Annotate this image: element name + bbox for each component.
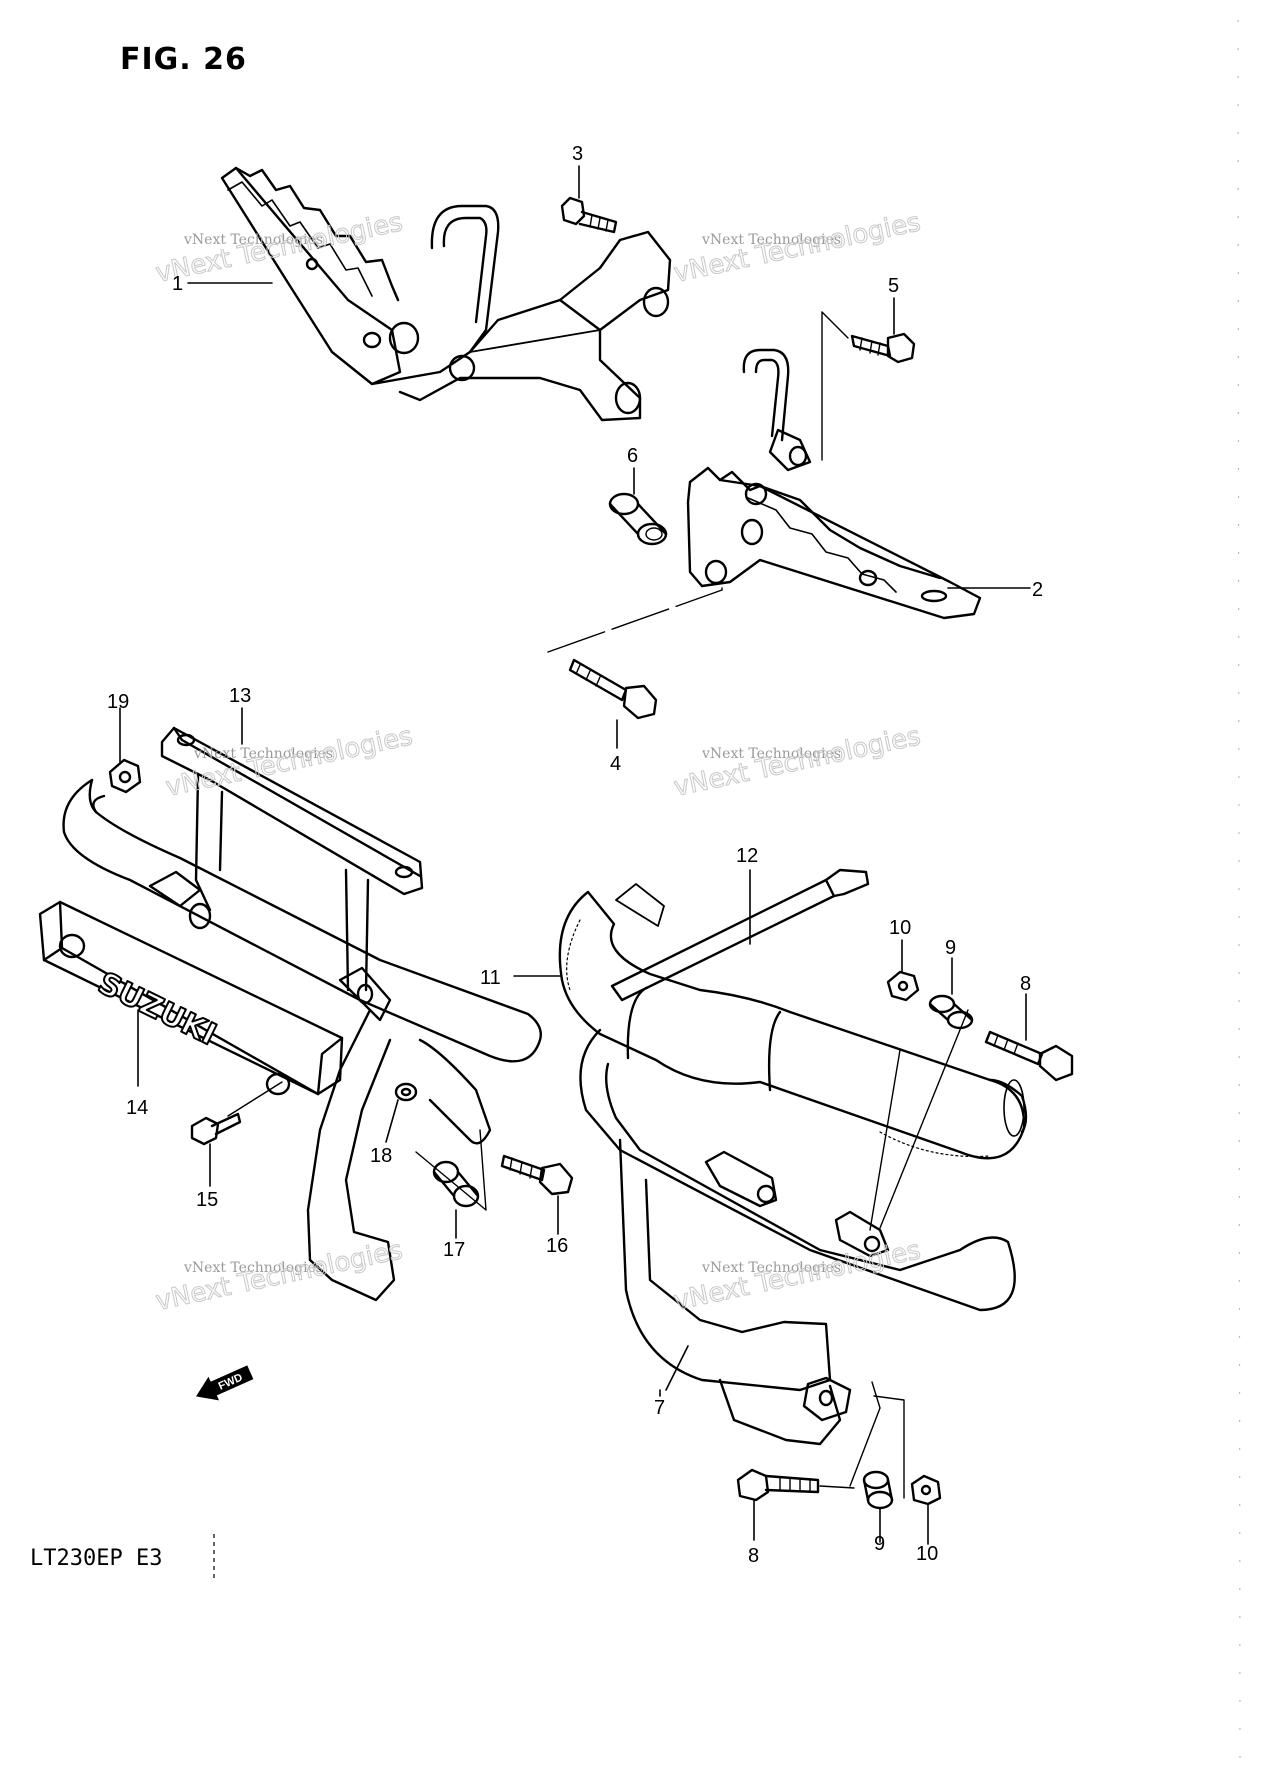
bolt-16[interactable] xyxy=(500,1154,574,1196)
bumper-left-tube[interactable] xyxy=(62,778,542,1302)
watermark-text: vNext Technologies xyxy=(701,1260,841,1276)
callout-labels: 1 2 3 4 5 6 7 8 8 9 9 10 10 11 12 13 14 … xyxy=(107,143,1043,1567)
model-code: LT230EP E3 xyxy=(30,1546,163,1571)
callout-10-bottom: 10 xyxy=(916,1543,938,1565)
bolt-3[interactable] xyxy=(560,196,618,234)
callout-9-top: 9 xyxy=(945,937,956,959)
bolt-8-top[interactable] xyxy=(984,1030,1074,1082)
nut-19[interactable] xyxy=(108,758,142,794)
muffler-cover-14[interactable] xyxy=(38,900,344,1096)
watermark-text: vNext Technologies xyxy=(153,1235,405,1317)
callout-4: 4 xyxy=(610,753,621,775)
muffler-11[interactable] xyxy=(558,883,1028,1160)
callout-14: 14 xyxy=(126,1097,148,1119)
callout-17: 17 xyxy=(443,1239,465,1261)
footrest-left[interactable] xyxy=(220,166,672,422)
callout-11: 11 xyxy=(480,967,501,989)
collar-6[interactable] xyxy=(608,492,668,546)
callout-2: 2 xyxy=(1032,579,1043,601)
callout-5: 5 xyxy=(888,275,899,297)
collar-9-top[interactable] xyxy=(928,994,974,1030)
callout-18: 18 xyxy=(370,1145,392,1167)
watermark-text: vNext Technologies xyxy=(193,746,333,762)
callout-16: 16 xyxy=(546,1235,568,1257)
callout-13: 13 xyxy=(229,685,251,707)
bolt-15[interactable] xyxy=(190,1112,242,1146)
callout-15: 15 xyxy=(196,1189,218,1211)
bumper-right-7[interactable] xyxy=(579,1028,1016,1446)
bolt-5[interactable] xyxy=(850,332,916,364)
watermark-text: vNext Technologies xyxy=(671,207,923,289)
callout-12: 12 xyxy=(736,845,758,867)
washer-18[interactable] xyxy=(394,1082,418,1102)
callout-10-top: 10 xyxy=(889,917,911,939)
watermark-text: vNext Technologies xyxy=(183,232,323,248)
callout-8-top: 8 xyxy=(1020,973,1031,995)
strap-12[interactable] xyxy=(610,868,870,1002)
callout-3: 3 xyxy=(572,143,583,165)
watermark-text: vNext Technologies xyxy=(701,232,841,248)
suzuki-logo: SUZUKI xyxy=(92,966,221,1053)
callout-19: 19 xyxy=(107,691,129,713)
footrest-right[interactable] xyxy=(686,348,982,620)
collar-9-bottom[interactable] xyxy=(862,1470,894,1510)
fwd-label: FWD xyxy=(217,1372,245,1393)
nut-10-bottom[interactable] xyxy=(910,1474,942,1506)
watermark-group: vNext Technologies vNext Technologies vN… xyxy=(153,207,924,1318)
collar-17[interactable] xyxy=(432,1160,480,1208)
muffler-bracket-13[interactable] xyxy=(160,726,424,992)
watermark-text: vNext Technologies xyxy=(183,1260,323,1276)
figure-title: FIG. 26 xyxy=(120,42,247,77)
callout-6: 6 xyxy=(627,445,638,467)
callout-7: 7 xyxy=(654,1397,665,1419)
watermark-text: vNext Technologies xyxy=(671,721,923,803)
watermark-text: vNext Technologies xyxy=(701,746,841,762)
bolt-8-bottom[interactable] xyxy=(736,1468,820,1502)
nut-10-top[interactable] xyxy=(886,970,920,1002)
callout-1: 1 xyxy=(172,273,183,295)
bolt-4[interactable] xyxy=(568,658,658,720)
callout-9-bottom: 9 xyxy=(874,1533,885,1555)
callout-8-bottom: 8 xyxy=(748,1545,759,1567)
forward-arrow-icon: FWD xyxy=(196,1365,254,1401)
